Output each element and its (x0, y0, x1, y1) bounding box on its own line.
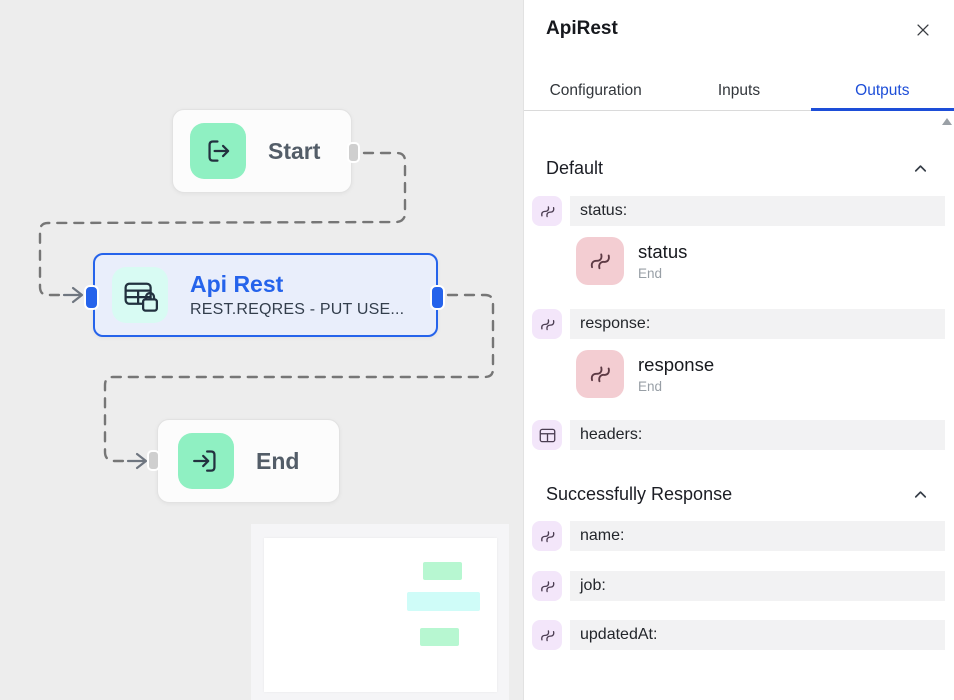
output-row-label: status: (580, 202, 628, 219)
edge-apirest-to-end[interactable] (103, 293, 495, 470)
flow-canvas[interactable]: Start Api Rest REST.REQRES - PUT USE... … (0, 0, 523, 700)
port-end-input[interactable] (147, 450, 160, 471)
node-start[interactable]: Start (172, 109, 352, 193)
chip-source: End (638, 379, 663, 394)
output-row-label: job: (580, 577, 606, 594)
port-api-rest-input[interactable] (84, 285, 99, 310)
start-exit-arrow-icon (190, 123, 246, 179)
section-title: Default (546, 157, 604, 178)
node-api-rest-subtitle: REST.REQRES - PUT USE... (190, 300, 405, 318)
close-icon[interactable] (912, 19, 934, 41)
edge-arrowhead-icon (62, 286, 84, 304)
tab-inputs[interactable]: Inputs (717, 82, 761, 99)
scroll-up-icon[interactable] (942, 118, 952, 125)
chip-source: End (638, 266, 663, 281)
edge-arrowhead-icon (126, 452, 148, 470)
output-row-label: response: (580, 315, 651, 332)
chevron-up-icon[interactable] (911, 485, 930, 504)
output-row-job[interactable]: job: (532, 571, 945, 601)
chip-name: status (638, 241, 688, 262)
chip-name: response (638, 354, 715, 375)
node-end[interactable]: End (157, 419, 340, 503)
minimap[interactable] (251, 524, 509, 700)
string-type-icon (576, 350, 624, 398)
output-row-label: name: (580, 527, 625, 544)
end-enter-arrow-icon (178, 433, 234, 489)
string-type-icon (576, 237, 624, 285)
section-title: Successfully Response (546, 483, 733, 504)
node-api-rest-title: Api Rest (190, 271, 284, 298)
tab-configuration[interactable]: Configuration (549, 82, 642, 99)
string-type-icon (532, 196, 562, 226)
minimap-node-api-rest (407, 592, 480, 611)
output-row-status[interactable]: status: (532, 196, 945, 226)
panel-title: ApiRest (546, 18, 618, 39)
output-row-label: headers: (580, 426, 643, 443)
minimap-node-start (423, 562, 462, 580)
table-lock-icon (112, 267, 168, 323)
string-type-icon (532, 521, 562, 551)
string-type-icon (532, 571, 562, 601)
port-start-output[interactable] (347, 142, 360, 163)
section-header-default[interactable]: Default (546, 154, 930, 182)
string-type-icon (532, 309, 562, 339)
table-type-icon (532, 420, 562, 450)
minimap-node-end (420, 628, 459, 646)
output-row-response[interactable]: response: (532, 309, 945, 339)
output-row-name[interactable]: name: (532, 521, 945, 551)
output-chip-status[interactable]: status End (576, 237, 687, 285)
output-chip-response[interactable]: response End (576, 350, 714, 398)
section-header-successfully-response[interactable]: Successfully Response (546, 480, 930, 508)
details-panel: ApiRest Configuration Inputs Outputs Def… (523, 0, 954, 700)
node-start-label: Start (268, 137, 321, 164)
output-row-updatedat[interactable]: updatedAt: (532, 620, 945, 650)
edge-start-to-apirest[interactable] (38, 151, 407, 304)
output-row-label: updatedAt: (580, 626, 658, 643)
port-api-rest-output[interactable] (430, 285, 445, 310)
output-row-headers[interactable]: headers: (532, 420, 945, 450)
node-end-label: End (256, 447, 300, 474)
tab-bar: Configuration Inputs Outputs (524, 72, 954, 111)
tab-outputs[interactable]: Outputs (810, 72, 954, 111)
minimap-viewport[interactable] (264, 538, 497, 692)
chevron-up-icon[interactable] (911, 159, 930, 178)
node-api-rest[interactable]: Api Rest REST.REQRES - PUT USE... (93, 253, 438, 337)
edges-layer (38, 151, 495, 470)
string-type-icon (532, 620, 562, 650)
